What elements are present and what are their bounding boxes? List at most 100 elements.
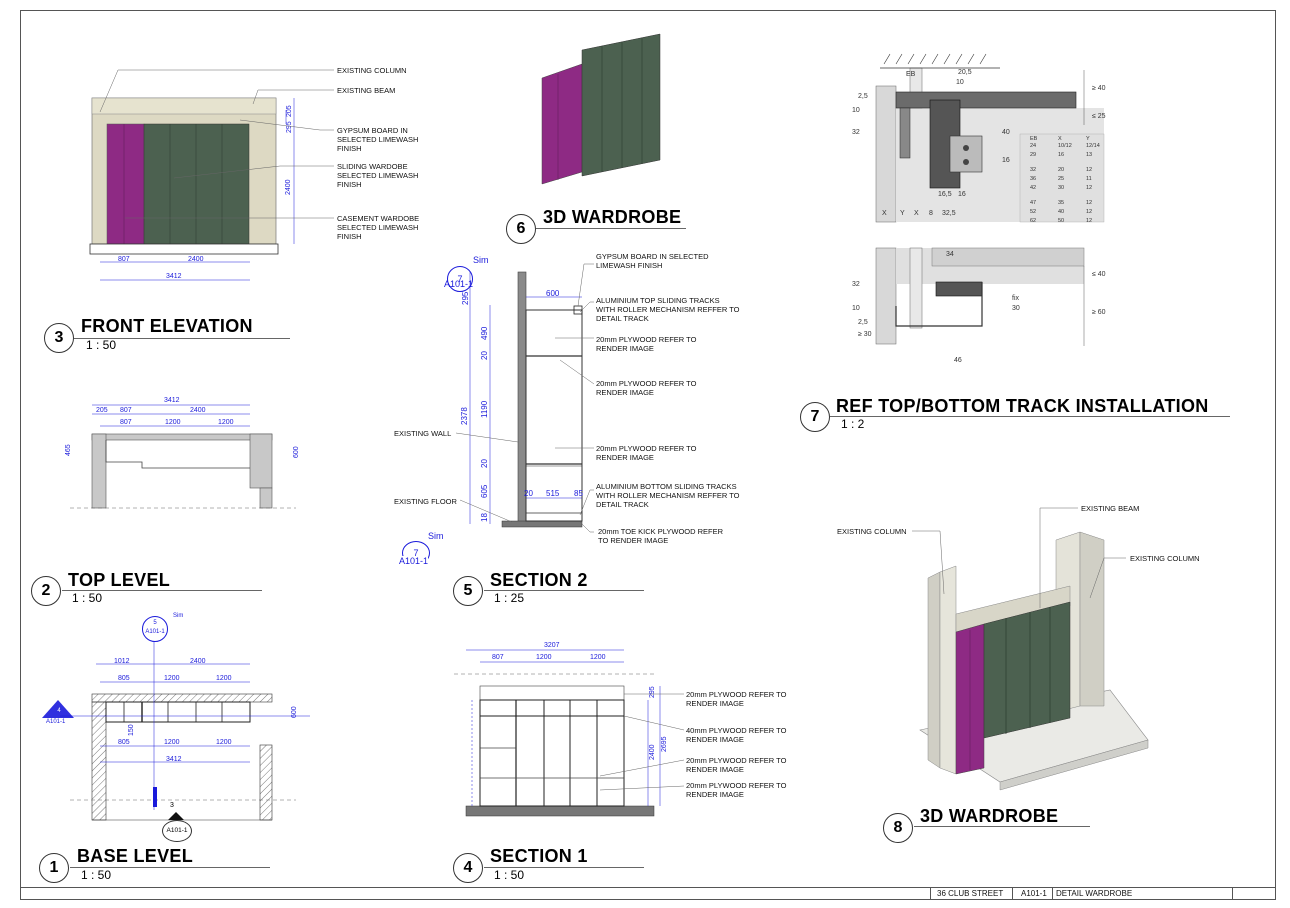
tl-dim-2400: 2400 — [190, 407, 206, 414]
tb-project: 36 CLUB STREET — [937, 889, 1004, 898]
ti-dim-205: 20,5 — [958, 69, 972, 76]
s1-dim-2695: 2695 — [661, 736, 668, 752]
eb-table-cell: 20 — [1058, 167, 1064, 173]
fe-note-beam: EXISTING BEAM — [337, 86, 396, 95]
tl-dim-205: 205 — [96, 407, 108, 414]
view-6-title: 3D WARDROBE — [543, 207, 682, 227]
section-1-drawing: 3207 807 1200 1200 295 2400 2695 — [454, 642, 685, 817]
bl-dim-805b: 805 — [118, 739, 130, 746]
bl-dim-1200b: 1200 — [216, 675, 232, 682]
fe-note-gypsum: GYPSUM BOARD IN SELECTED LIMEWASH FINISH — [337, 126, 419, 153]
s2-callout-top-ref: A101-1 — [444, 279, 474, 289]
eb-table-cell: 30 — [1058, 185, 1064, 191]
s2-note-top-track: ALUMINIUM TOP SLIDING TRACKS WITH ROLLER… — [596, 296, 740, 323]
view-1-bubble: 1 — [39, 853, 69, 883]
ti-dim-10b: 10 — [852, 107, 860, 114]
ti-dim-x1: X — [882, 210, 887, 217]
s2-dim-20a: 20 — [480, 351, 489, 360]
ti-dim-325: 32,5 — [942, 210, 956, 217]
view-1-underline — [70, 867, 270, 868]
fe-dim-295: 295 — [286, 121, 293, 133]
ti-dim-le40: ≤ 40 — [1092, 271, 1106, 278]
ti-dim-40: 40 — [1002, 129, 1010, 136]
title-block-line — [20, 887, 1276, 888]
ti-dim-16a: 16 — [1002, 157, 1010, 164]
eb-table-cell: 12 — [1086, 209, 1092, 215]
bl-dim-150: 150 — [128, 724, 135, 736]
tb-divider-4 — [1232, 887, 1233, 900]
eb-table-cell: 32 — [1030, 167, 1036, 173]
eb-table-cell: 16 — [1058, 152, 1064, 158]
fe-dim-2400: 2400 — [188, 256, 204, 263]
view-2-scale: 1 : 50 — [72, 591, 103, 605]
base-level-drawing: 1012 2400 805 1200 1200 600 805 1200 120… — [42, 640, 310, 821]
eb-table-cell: 35 — [1058, 200, 1064, 206]
bl-callout-top-ref: A101-1 — [145, 629, 165, 635]
s2-callout-bottom-sim: Sim — [428, 531, 444, 541]
view-5-title: SECTION 2 — [490, 570, 588, 590]
s2-dim-1190: 1190 — [480, 400, 489, 418]
ti-dim-10a: 10 — [956, 79, 964, 86]
view-8-underline — [914, 826, 1090, 827]
tb-divider-3 — [1052, 887, 1053, 900]
eb-table-head-eb: EB — [1030, 136, 1038, 142]
wardrobe-3d-large — [912, 507, 1149, 791]
sheet-border — [20, 10, 1276, 900]
view-4-underline — [484, 867, 644, 868]
s2-dim-295: 295 — [461, 291, 470, 305]
s1-note-ply3: 20mm PLYWOOD REFER TO RENDER IMAGE — [686, 756, 787, 774]
eb-table-head-x: X — [1058, 136, 1062, 142]
s2-note-ply3: 20mm PLYWOOD REFER TO RENDER IMAGE — [596, 444, 697, 462]
s1-note-ply4: 20mm PLYWOOD REFER TO RENDER IMAGE — [686, 781, 787, 799]
view-1-scale: 1 : 50 — [81, 868, 112, 882]
view-3-scale: 1 : 50 — [86, 338, 117, 352]
ti-dim-eb: EB — [906, 71, 916, 78]
fe-note-column: EXISTING COLUMN — [337, 66, 407, 75]
eb-table-cell: 42 — [1030, 185, 1036, 191]
view-4-scale: 1 : 50 — [494, 868, 525, 882]
tb-sheet-number: A101-1 — [1021, 889, 1047, 898]
view-5-bubble: 5 — [453, 576, 483, 606]
s2-note-wall: EXISTING WALL — [394, 429, 452, 438]
eb-table-cell: 12 — [1086, 218, 1092, 224]
eb-table-cell: 62 — [1030, 218, 1036, 224]
bl-callout-left-ref: A101-1 — [46, 719, 66, 725]
wardrobe-3d-small — [541, 33, 661, 185]
r3d-note-column-left: EXISTING COLUMN — [837, 527, 907, 536]
ti-dim-ge40: ≥ 40 — [1092, 85, 1106, 92]
eb-table-cell: 12/14 — [1086, 143, 1100, 149]
fe-dim-205: 205 — [286, 105, 293, 117]
eb-table-cell: 24 — [1030, 143, 1036, 149]
bl-callout-bottom-num: 3 — [170, 802, 174, 809]
bl-dim-1200c: 1200 — [164, 739, 180, 746]
eb-table-cell: 12 — [1086, 167, 1092, 173]
ti-dim-y: Y — [900, 210, 905, 217]
view-2-underline — [62, 590, 262, 591]
s2-note-ply2: 20mm PLYWOOD REFER TO RENDER IMAGE — [596, 379, 697, 397]
fe-dim-2400v: 2400 — [285, 179, 292, 195]
s2-dim-515: 515 — [546, 489, 560, 498]
bl-callout-left-num: 4 — [57, 708, 61, 714]
bl-callout-top-num: 5 — [153, 620, 157, 626]
ti-dim-34: 34 — [946, 251, 954, 258]
view-6-bubble: 6 — [506, 214, 536, 244]
view-5-scale: 1 : 25 — [494, 591, 525, 605]
tl-dim-465: 465 — [65, 444, 72, 456]
bl-callout-bottom-ref: A101-1 — [162, 820, 192, 842]
tl-dim-1200a: 1200 — [165, 419, 181, 426]
r3d-note-beam: EXISTING BEAM — [1081, 504, 1140, 513]
bl-dim-1012: 1012 — [114, 658, 130, 665]
eb-table-cell: 10/12 — [1058, 143, 1072, 149]
s2-dim-2378: 2378 — [460, 407, 469, 425]
s2-dim-600: 600 — [546, 289, 560, 298]
ti-dim-x2: X — [914, 210, 919, 217]
s1-dim-807: 807 — [492, 654, 504, 661]
bl-dim-1200a: 1200 — [164, 675, 180, 682]
s2-note-floor: EXISTING FLOOR — [394, 497, 457, 506]
fe-dim-807: 807 — [118, 256, 130, 263]
ti-dim-32b: 32 — [852, 281, 860, 288]
eb-table-cell: 50 — [1058, 218, 1064, 224]
ti-dim-ge30: ≥ 30 — [858, 331, 872, 338]
eb-table-cell: 13 — [1086, 152, 1092, 158]
